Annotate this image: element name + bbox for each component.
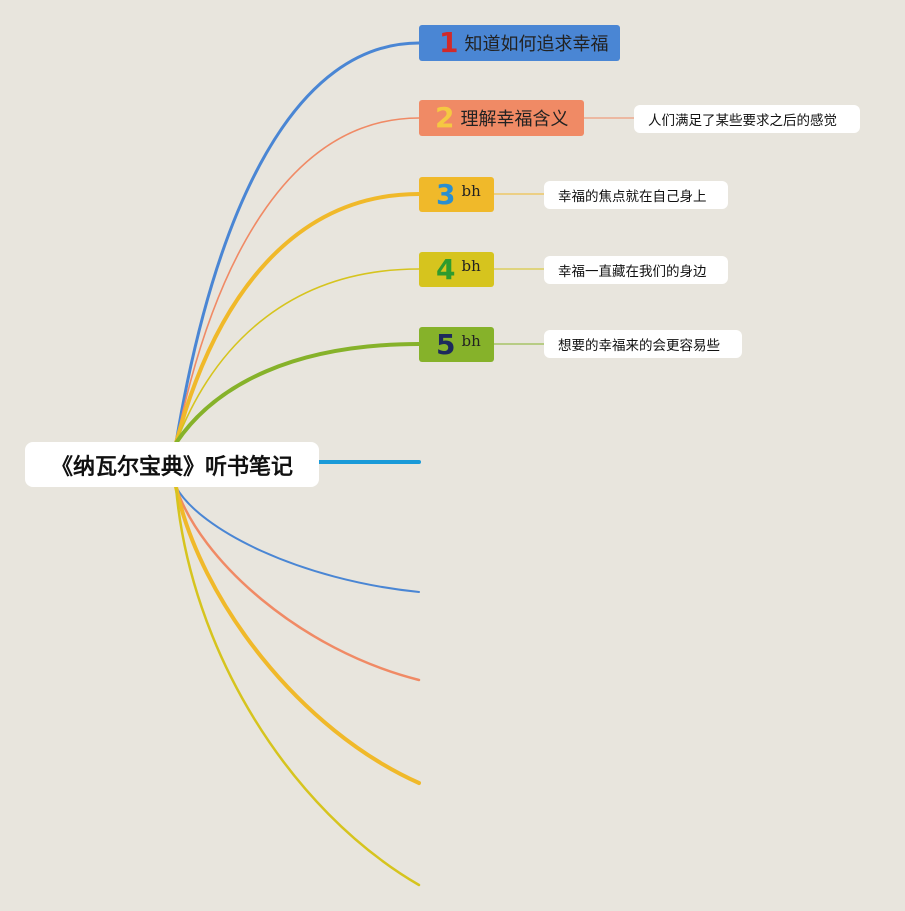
branch-number-1: 1	[439, 26, 459, 59]
branch-label-5: bh	[461, 332, 481, 350]
branch-label-4: bh	[461, 257, 481, 275]
empty-branch-connector-2	[175, 486, 420, 593]
note-2[interactable]: 人们满足了某些要求之后的感觉	[634, 105, 860, 133]
branch-connector-5	[174, 342, 421, 445]
branch-number-2: 2	[435, 101, 455, 134]
note-4[interactable]: 幸福一直藏在我们的身边	[544, 256, 728, 284]
note-text-3: 幸福的焦点就在自己身上	[558, 189, 707, 205]
note-3[interactable]: 幸福的焦点就在自己身上	[544, 181, 728, 209]
branch-number-4: 4	[436, 252, 456, 286]
note-text-4: 幸福一直藏在我们的身边	[558, 264, 707, 280]
root-node[interactable]: 《纳瓦尔宝典》听书笔记	[25, 442, 319, 487]
root-title: 《纳瓦尔宝典》听书笔记	[50, 454, 293, 480]
branch-connector-3	[174, 192, 421, 445]
branch-node-1[interactable]: 1 知道如何追求幸福	[419, 25, 620, 61]
branch-node-4[interactable]: 4 bh	[419, 252, 494, 287]
branch-node-3[interactable]: 3 bh	[419, 177, 494, 212]
branch-label-1: 知道如何追求幸福	[464, 34, 609, 55]
branch-node-5[interactable]: 5 bh	[419, 327, 494, 362]
empty-branch-connector-4	[174, 485, 421, 785]
branch-label-3: bh	[461, 182, 481, 200]
branch-connector-2	[175, 117, 420, 444]
branch-node-2[interactable]: 2 理解幸福含义	[419, 100, 584, 136]
branch-connector-1	[174, 41, 421, 445]
branch-number-3: 3	[436, 177, 456, 211]
note-5[interactable]: 想要的幸福来的会更容易些	[544, 330, 742, 358]
empty-branch-connector-3	[174, 485, 421, 682]
branch-number-5: 5	[436, 327, 456, 361]
branch-label-2: 理解幸福含义	[460, 109, 569, 130]
empty-branch-connector-5	[174, 485, 421, 887]
note-text-5: 想要的幸福来的会更容易些	[558, 338, 720, 354]
note-text-2: 人们满足了某些要求之后的感觉	[648, 113, 837, 129]
branch-connector-4	[175, 268, 420, 444]
